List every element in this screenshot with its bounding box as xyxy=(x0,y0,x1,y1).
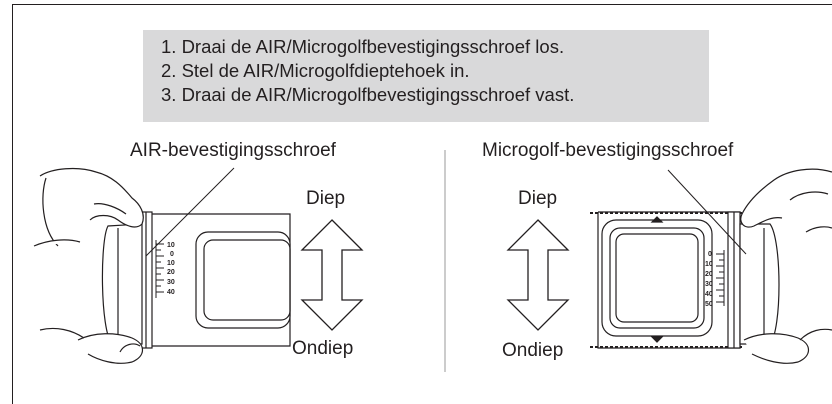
air-scale-label-6: 40 xyxy=(167,289,175,296)
microwave-shallow-label: Ondiep xyxy=(502,340,564,361)
microwave-sensor-device xyxy=(590,211,780,349)
microwave-screw-title: Microgolf-bevestigingsschroef xyxy=(482,140,734,161)
page-frame xyxy=(12,4,832,404)
air-depth-arrow xyxy=(300,219,364,331)
air-scale-label-3: 10 xyxy=(167,260,175,267)
microwave-scale-label-6: 50 xyxy=(705,301,713,308)
microwave-depth-arrow xyxy=(506,219,570,331)
instruction-box: 1. Draai de AIR/Microgolfbevestigingssch… xyxy=(143,30,709,122)
instruction-step-1: 1. Draai de AIR/Microgolfbevestigingssch… xyxy=(161,36,565,57)
air-shallow-label: Ondiep xyxy=(292,338,354,359)
instruction-step-3: 3. Draai de AIR/Microgolfbevestigingssch… xyxy=(161,84,575,105)
instruction-step-2: 2. Stel de AIR/Microgolfdieptehoek in. xyxy=(161,60,470,81)
air-scale-label-2: 0 xyxy=(170,251,174,258)
microwave-hand-icon xyxy=(740,168,832,364)
microwave-scale-label-1: 0 xyxy=(708,251,712,258)
air-scale-label-1: 10 xyxy=(167,242,175,249)
microwave-scale-label-4: 30 xyxy=(705,281,713,288)
air-screw-title: AIR-bevestigingsschroef xyxy=(130,140,336,161)
microwave-scale-label-3: 20 xyxy=(705,271,713,278)
microwave-scale-label-5: 40 xyxy=(705,291,713,298)
air-scale-label-5: 30 xyxy=(167,279,175,286)
microwave-scale-label-2: 10 xyxy=(705,261,713,268)
microwave-leader-line xyxy=(667,169,747,255)
microwave-scale xyxy=(716,250,725,306)
air-leader-line xyxy=(145,167,235,257)
air-hand-icon xyxy=(33,167,144,364)
air-sensor-device xyxy=(101,211,291,349)
air-deep-label: Diep xyxy=(306,188,346,209)
microwave-deep-label: Diep xyxy=(518,188,558,209)
air-scale-label-4: 20 xyxy=(167,269,175,276)
